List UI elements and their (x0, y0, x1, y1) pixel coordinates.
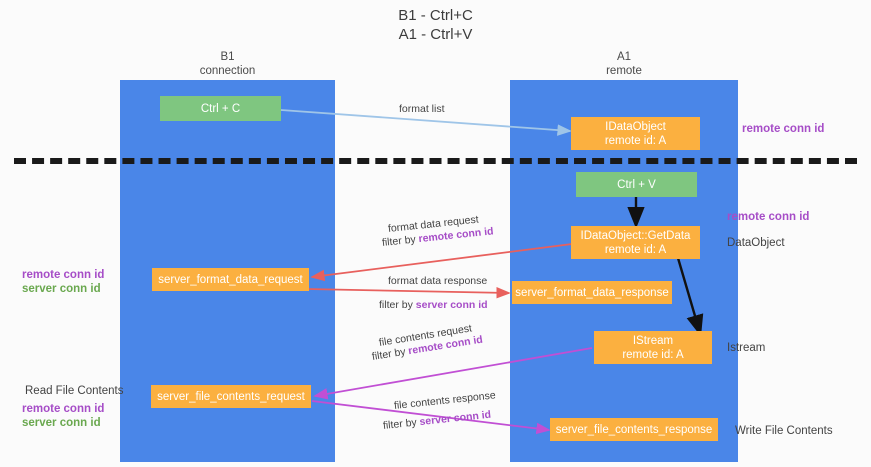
edge-label-format-list-text: format list (399, 103, 445, 115)
column-header-b1-name: B1 (220, 51, 235, 63)
column-header-b1-role: connection (199, 65, 256, 77)
annotation-right-istream: Istream (727, 342, 766, 354)
title-line-1: B1 - Ctrl+C (398, 7, 473, 24)
annotation-right-remote-conn-id-top: remote conn id (742, 123, 825, 135)
node-istream-sub: remote id: A (622, 348, 684, 361)
node-istream[interactable]: IStream remote id: A (594, 331, 712, 364)
edge-label-format-data-response: format data response (388, 274, 487, 288)
filter-key-server-conn-id: server conn id (418, 408, 492, 429)
node-server-file-contents-request[interactable]: server_file_contents_request (151, 385, 311, 408)
filter-key-server-conn-id: server conn id (415, 299, 488, 311)
page-title: B1 - Ctrl+C A1 - Ctrl+V (0, 6, 871, 44)
edge-label-format-data-response-filter: filter by server conn id (379, 298, 488, 312)
annotation-left-read-file-contents: Read File Contents (25, 385, 124, 397)
annotation-right-dataobject: DataObject (727, 237, 785, 249)
node-server-format-data-response[interactable]: server_format_data_response (512, 281, 672, 304)
node-idataobject-getdata-sub: remote id: A (604, 243, 667, 256)
annotation-right-write-file-contents: Write File Contents (735, 425, 833, 437)
filter-prefix: filter by (382, 416, 421, 432)
edge-label-format-list: format list (399, 102, 445, 116)
node-server-format-data-response-label: server_format_data_response (515, 286, 669, 299)
title-line-2: A1 - Ctrl+V (398, 26, 473, 43)
node-server-file-contents-request-label: server_file_contents_request (157, 390, 305, 403)
node-idataobject-sub: remote id: A (604, 134, 667, 147)
edge-label-format-data-response-text: format data response (388, 275, 488, 287)
filter-prefix: filter by (381, 233, 420, 249)
column-header-a1: A1 remote (510, 50, 738, 78)
node-ctrl-c[interactable]: Ctrl + C (160, 96, 281, 121)
column-header-b1: B1 connection (120, 50, 335, 78)
node-istream-label: IStream (632, 334, 674, 347)
column-header-a1-name: A1 (616, 51, 632, 63)
node-ctrl-v[interactable]: Ctrl + V (576, 172, 697, 197)
phase-separator (14, 158, 857, 164)
node-idataobject[interactable]: IDataObject remote id: A (571, 117, 700, 150)
node-server-format-data-request[interactable]: server_format_data_request (152, 268, 309, 291)
node-ctrl-v-label: Ctrl + V (617, 178, 656, 191)
filter-prefix: filter by (371, 345, 410, 363)
annotation-left-remote-conn-id-2: remote conn id (22, 403, 105, 415)
node-server-format-data-request-label: server_format_data_request (158, 273, 303, 286)
node-idataobject-getdata-label: IDataObject::GetData (580, 229, 691, 242)
annotation-left-server-conn-id-2: server conn id (22, 417, 101, 429)
node-idataobject-label: IDataObject (605, 120, 666, 133)
node-ctrl-c-label: Ctrl + C (200, 102, 241, 115)
column-header-a1-role: remote (606, 65, 642, 77)
filter-prefix: filter by (379, 299, 416, 311)
node-server-file-contents-response[interactable]: server_file_contents_response (550, 418, 718, 441)
node-server-file-contents-response-label: server_file_contents_response (555, 423, 713, 436)
node-idataobject-getdata[interactable]: IDataObject::GetData remote id: A (571, 226, 700, 259)
annotation-left-server-conn-id: server conn id (22, 283, 101, 295)
annotation-left-remote-conn-id: remote conn id (22, 269, 105, 281)
annotation-right-remote-conn-id-mid: remote conn id (727, 211, 810, 223)
